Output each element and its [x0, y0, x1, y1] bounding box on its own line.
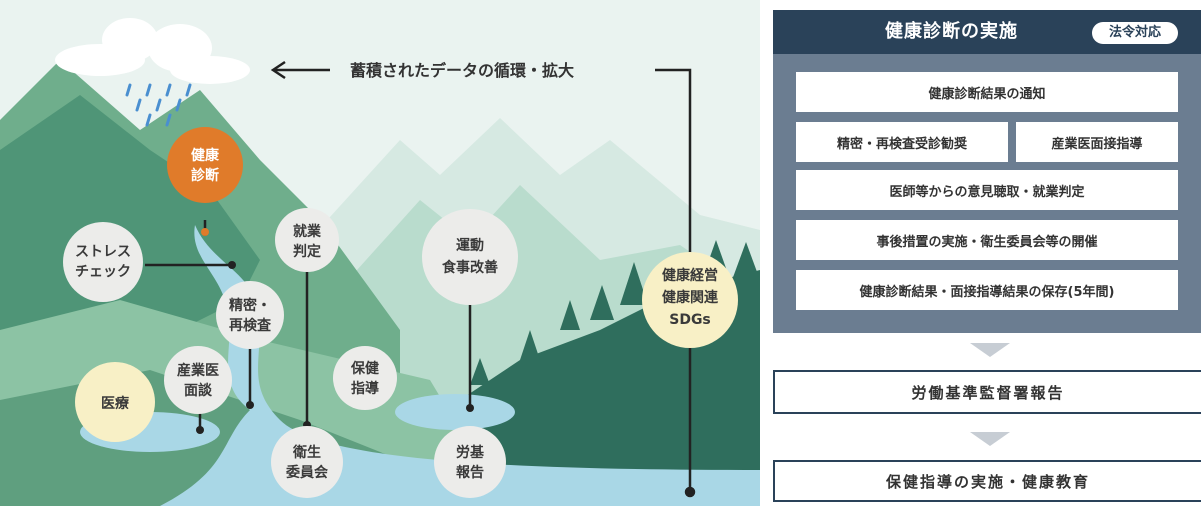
data-cycle-arrow: [270, 60, 696, 498]
bubble-labor-report-line1: 労基: [456, 444, 485, 461]
bubble-health-management-line3: SDGs: [669, 312, 711, 328]
bubble-exercise-diet-line2: 食事改善: [442, 259, 498, 276]
river: [160, 225, 760, 506]
step-result-notification[interactable]: 健康診断結果の通知: [796, 72, 1178, 112]
bubble-health-guidance-line2: 指導: [351, 380, 379, 397]
bubble-health-management-line2: 健康関連: [662, 289, 719, 306]
bubble-exercise-diet[interactable]: 運動 食事改善: [422, 209, 518, 305]
bubble-work-decision-line1: 就業: [293, 223, 322, 240]
bubble-medical-care-line1: 医療: [101, 395, 130, 412]
bubble-medical-care[interactable]: 医療: [75, 362, 155, 442]
bubble-stress-check-line2: チェック: [75, 264, 131, 280]
bubble-labor-report[interactable]: 労基 報告: [434, 426, 506, 498]
down-arrow-icon-2: [970, 432, 1010, 446]
step-post-measures[interactable]: 事後措置の実施・衛生委員会等の開催: [796, 220, 1178, 260]
step-doctor-opinion[interactable]: 医師等からの意見聴取・就業判定: [796, 170, 1178, 210]
bubble-occupational-physician-line1: 産業医: [177, 362, 219, 379]
health-check-pin: [201, 228, 209, 236]
pond-right: [395, 394, 515, 430]
flow-banner-label: 蓄積されたデータの循環・拡大: [350, 61, 574, 80]
bubble-health-committee-line2: 委員会: [285, 464, 329, 481]
panel-header: 健康診断の実施 法令対応: [773, 10, 1201, 54]
bubble-detailed-recheck-line1: 精密・: [229, 297, 271, 314]
health-education-box[interactable]: 保健指導の実施・健康教育: [773, 460, 1201, 502]
bubble-health-management[interactable]: 健康経営 健康関連 SDGs: [642, 252, 738, 348]
bubble-labor-report-line2: 報告: [456, 464, 484, 481]
bubble-occupational-physician[interactable]: 産業医 面談: [164, 346, 232, 414]
bubble-detailed-recheck-line2: 再検査: [229, 317, 272, 334]
bubble-stress-check-line1: ストレス: [75, 244, 131, 260]
bubble-health-committee-line1: 衛生: [292, 444, 321, 461]
panel-title: 健康診断の実施: [885, 21, 1018, 42]
step-physician-interview[interactable]: 産業医面接指導: [1016, 122, 1178, 162]
bubble-health-guidance[interactable]: 保健 指導: [333, 346, 397, 410]
bubble-exercise-diet-line1: 運動: [456, 237, 484, 254]
labor-office-report-box[interactable]: 労働基準監督署報告: [773, 370, 1201, 414]
step-result-storage[interactable]: 健康診断結果・面接指導結果の保存(5年間): [796, 270, 1178, 310]
bubble-work-decision-line2: 判定: [293, 243, 321, 260]
bubble-occupational-physician-line2: 面談: [184, 382, 213, 399]
bubble-health-check-line2: 診断: [191, 167, 219, 184]
connector-lines: [145, 220, 472, 430]
step-recheck-recommendation[interactable]: 精密・再検査受診勧奨: [796, 122, 1008, 162]
health-data-cycle-illustration: 蓄積されたデータの循環・拡大 健康 診断 ストレス チェック 就業 判定 運動 …: [0, 0, 760, 506]
bubble-work-decision[interactable]: 就業 判定: [275, 208, 339, 272]
bubble-health-committee[interactable]: 衛生 委員会: [271, 426, 343, 498]
bubble-detailed-recheck[interactable]: 精密・ 再検査: [216, 281, 284, 349]
bubble-health-guidance-line1: 保健: [350, 360, 379, 377]
bubble-stress-check[interactable]: ストレス チェック: [63, 222, 143, 302]
legal-compliance-badge: 法令対応: [1092, 22, 1178, 44]
bubble-health-management-line1: 健康経営: [662, 267, 718, 284]
down-arrow-icon: [970, 343, 1010, 357]
bubble-health-check-line1: 健康: [191, 147, 220, 164]
bubble-health-check[interactable]: 健康 診断: [167, 127, 243, 203]
rain-cloud-icon: [55, 18, 250, 127]
